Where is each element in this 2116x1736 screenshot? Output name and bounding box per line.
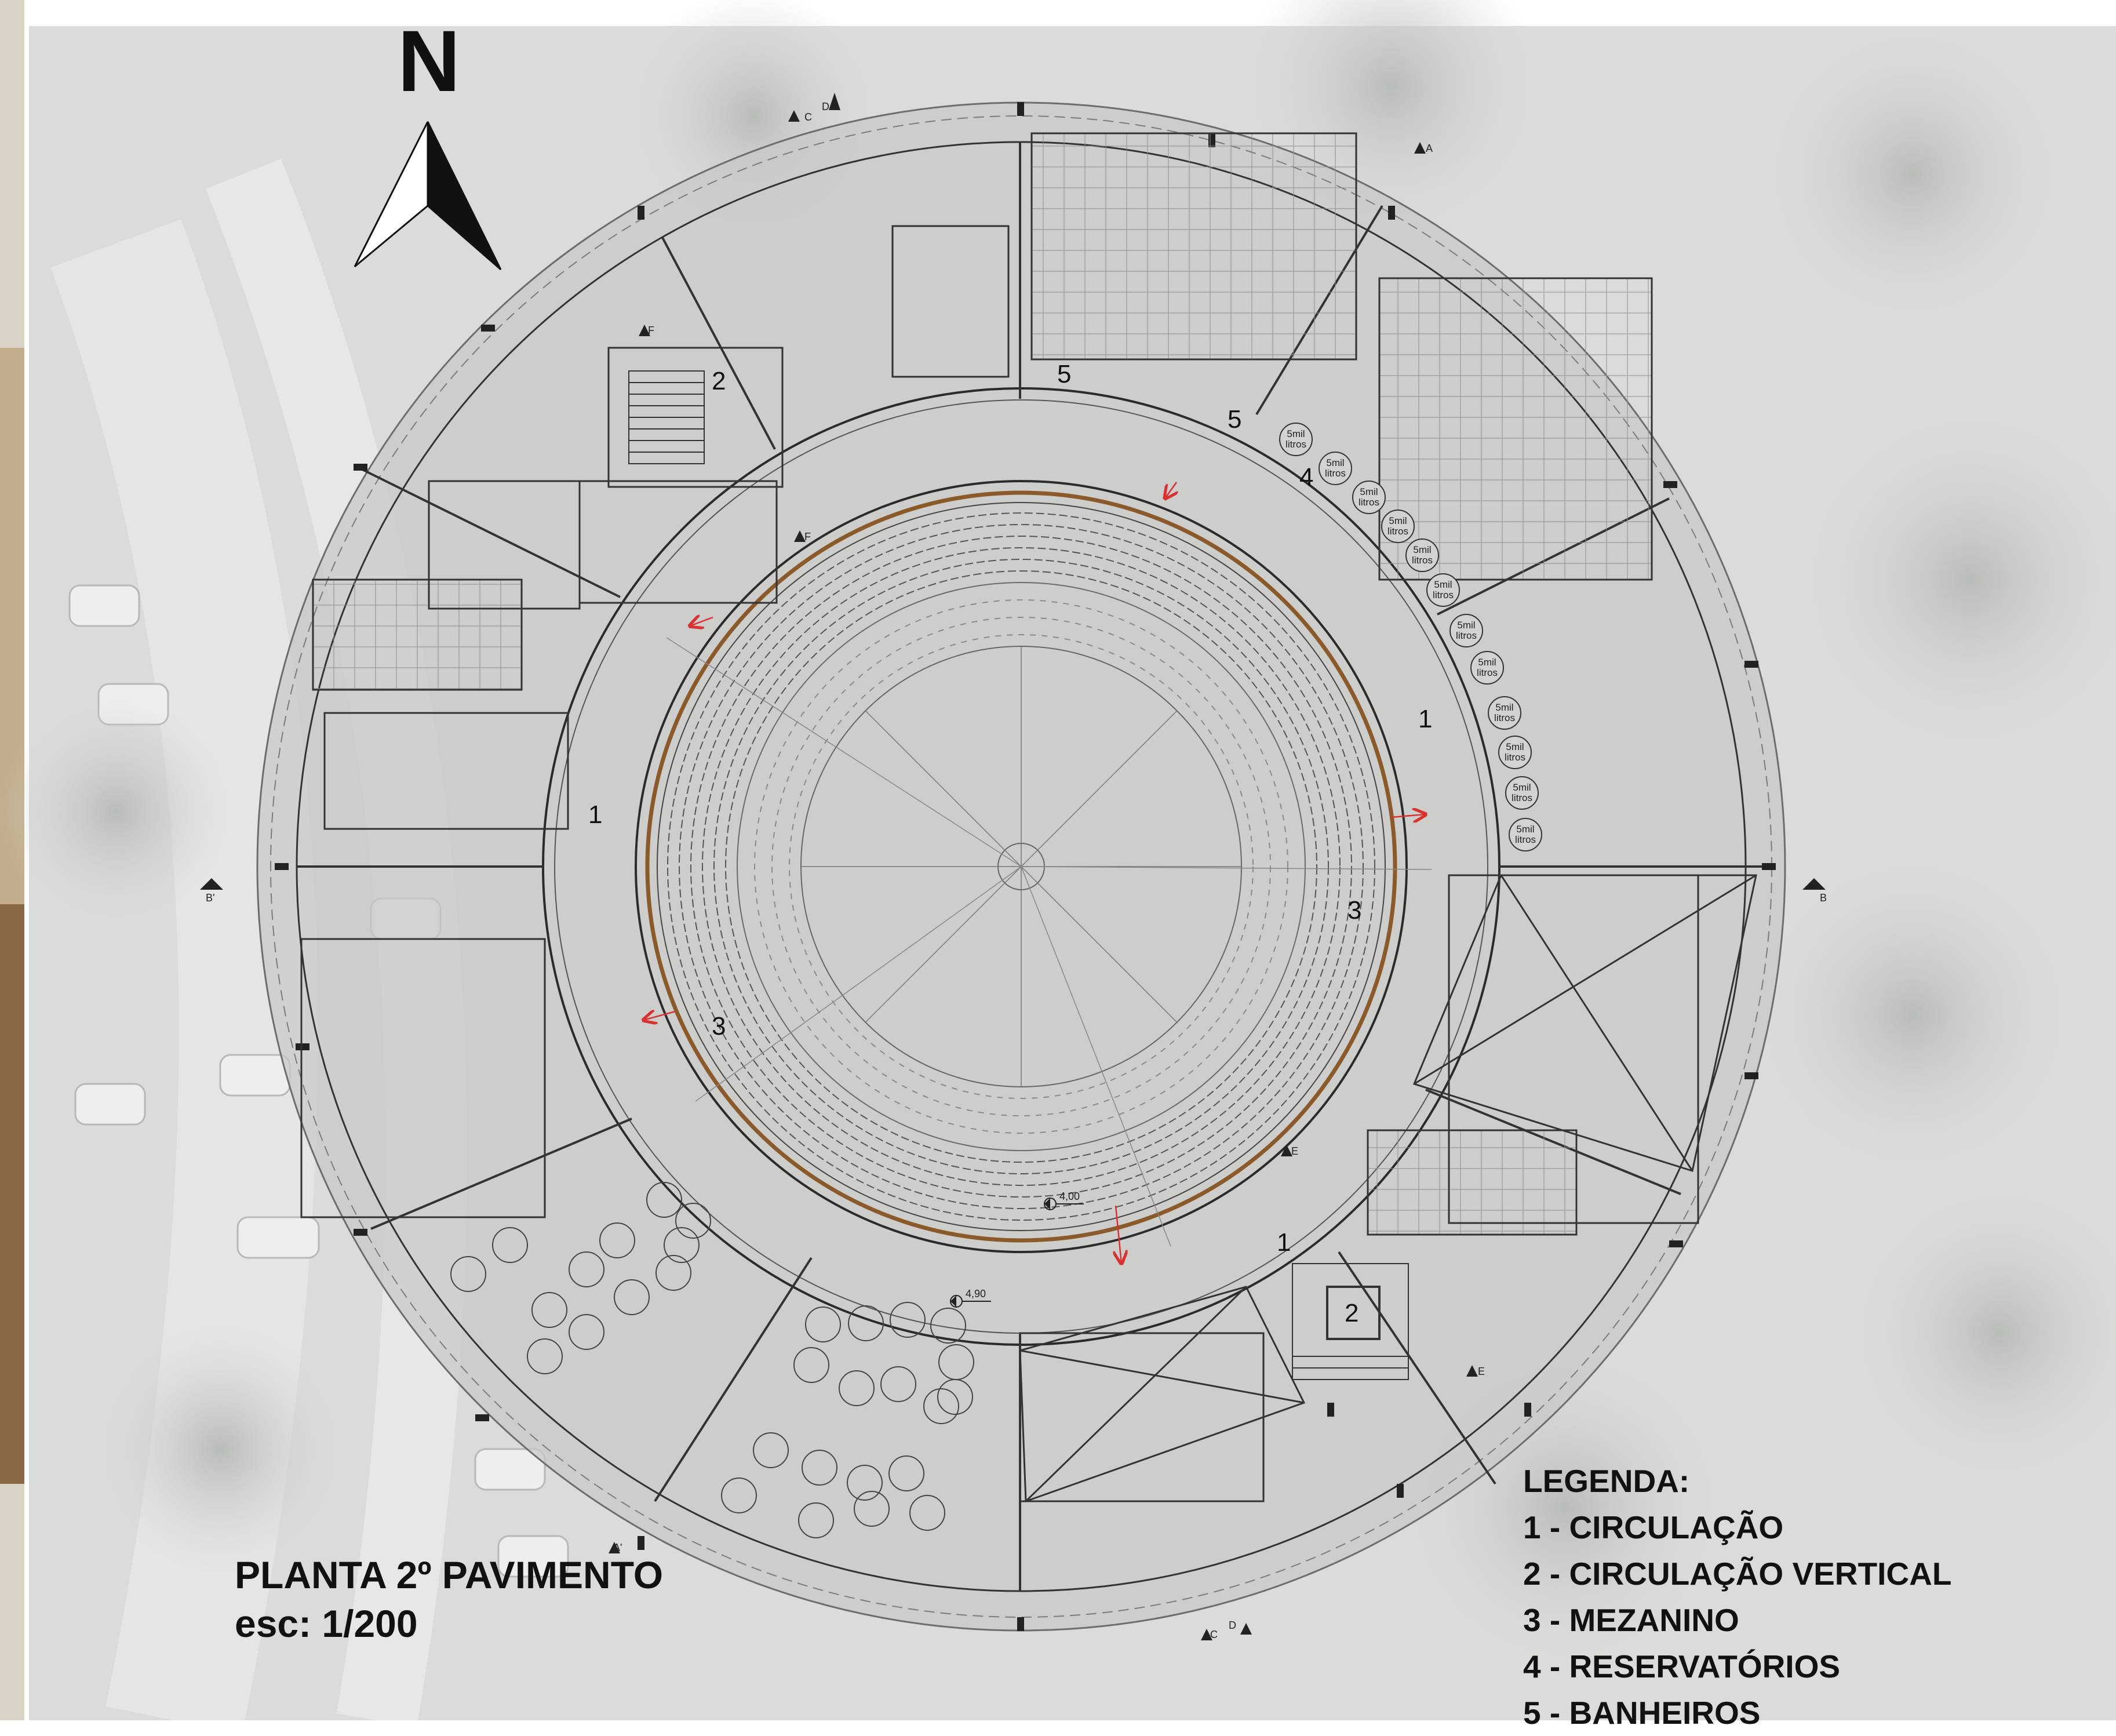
tank-12-label-line1: 5mil [1516, 824, 1534, 835]
legend-item-banheiros: 5 - BANHEIROS [1523, 1695, 1761, 1731]
legend-item-mezanino: 3 - MEZANINO [1523, 1602, 1739, 1638]
section-mark-f-outer: F [648, 325, 654, 336]
zone-label-mezanino-west: 3 [712, 1012, 726, 1040]
legend: LEGENDA: 1 - CIRCULAÇÃO 2 - CIRCULAÇÃO V… [1523, 1458, 1951, 1736]
tank-9-label-line2: litros [1494, 712, 1515, 723]
section-mark-e-outer: E [1478, 1366, 1485, 1377]
section-mark-f-inner: F [804, 531, 811, 543]
legend-list: 1 - CIRCULAÇÃO 2 - CIRCULAÇÃO VERTICAL 3… [1523, 1504, 1951, 1736]
legend-heading: LEGENDA: [1523, 1463, 1690, 1499]
section-mark-a-prime: A' [613, 1542, 622, 1553]
level-floor-label: 4,90 [966, 1288, 986, 1300]
section-mark-e-inner: E [1291, 1145, 1298, 1157]
zone-label-circulacao-west: 1 [588, 800, 602, 829]
zone-label-circulacao-vertical-south: 2 [1345, 1299, 1359, 1327]
tank-9-label-line1: 5mil [1495, 702, 1513, 713]
tank-7-label-line2: litros [1456, 630, 1477, 641]
tank-3-label-line2: litros [1359, 497, 1379, 508]
tank-8-label-line1: 5mil [1478, 657, 1496, 668]
drawing-title: PLANTA 2º PAVIMENTO [235, 1553, 664, 1596]
zone-label-circulacao-south: 1 [1277, 1228, 1291, 1257]
tank-11-label-line1: 5mil [1513, 782, 1531, 793]
tank-3-label-line1: 5mil [1360, 486, 1378, 497]
cafe-tables [450, 1182, 974, 1538]
section-mark-c-north: C [804, 111, 812, 123]
zone-label-banheiros-east: 5 [1228, 405, 1241, 434]
tank-2-label-line2: litros [1325, 468, 1346, 479]
drawing-scale: esc: 1/200 [235, 1602, 418, 1645]
zone-label-reservatorios: 4 [1299, 463, 1313, 492]
tank-labels: 5mil litros 5mil litros 5mil litros 5mil… [1285, 428, 1536, 845]
section-mark-d-south: D [1229, 1619, 1236, 1631]
north-label: N [398, 12, 461, 110]
section-labels: C D A B B' A' C D E E F F [206, 101, 1827, 1640]
tank-2-label-line1: 5mil [1326, 457, 1344, 468]
drawing-title-block: PLANTA 2º PAVIMENTO esc: 1/200 [235, 1551, 663, 1648]
zone-label-circulacao-east: 1 [1418, 705, 1432, 733]
zone-label-banheiros-north: 5 [1057, 360, 1071, 388]
tank-6-label-line1: 5mil [1434, 579, 1452, 590]
section-markers [200, 93, 1826, 1640]
tank-4-label-line2: litros [1387, 526, 1408, 537]
tank-12-label-line2: litros [1515, 834, 1536, 845]
reservoir-tanks [1279, 423, 1542, 851]
level-markers: 4,00 4,90 [950, 1191, 1084, 1308]
tank-6-label-line2: litros [1433, 589, 1454, 600]
tank-10-label-line2: litros [1505, 752, 1525, 763]
legend-item-circulacao-vertical: 2 - CIRCULAÇÃO VERTICAL [1523, 1556, 1952, 1592]
level-mezzanine-label: 4,00 [1059, 1191, 1080, 1202]
section-mark-b-prime: B' [206, 892, 214, 904]
tank-5-label-line2: litros [1412, 555, 1433, 566]
section-mark-d-north: D [822, 101, 829, 112]
legend-item-circulacao: 1 - CIRCULAÇÃO [1523, 1509, 1784, 1545]
circular-floor-plan [256, 101, 1786, 1632]
tank-1-label-line1: 5mil [1287, 428, 1305, 439]
zone-label-mezanino-east: 3 [1347, 896, 1361, 925]
legend-item-reservatorios: 4 - RESERVATÓRIOS [1523, 1648, 1841, 1684]
tank-10-label-line1: 5mil [1506, 741, 1524, 752]
tank-8-label-line2: litros [1477, 667, 1498, 678]
tank-1-label-line2: litros [1285, 439, 1306, 450]
tank-7-label-line1: 5mil [1457, 620, 1475, 631]
tank-11-label-line2: litros [1512, 792, 1532, 803]
zone-label-circulacao-vertical-north: 2 [712, 367, 726, 395]
north-arrow-icon [354, 121, 502, 271]
tank-4-label-line1: 5mil [1389, 515, 1407, 526]
section-mark-b: B [1820, 892, 1827, 904]
zone-labels: 1 1 1 2 2 3 3 4 5 5 [588, 360, 1432, 1327]
section-mark-c-south: C [1210, 1629, 1218, 1640]
tank-5-label-line1: 5mil [1413, 544, 1431, 555]
section-mark-a: A [1426, 143, 1433, 154]
